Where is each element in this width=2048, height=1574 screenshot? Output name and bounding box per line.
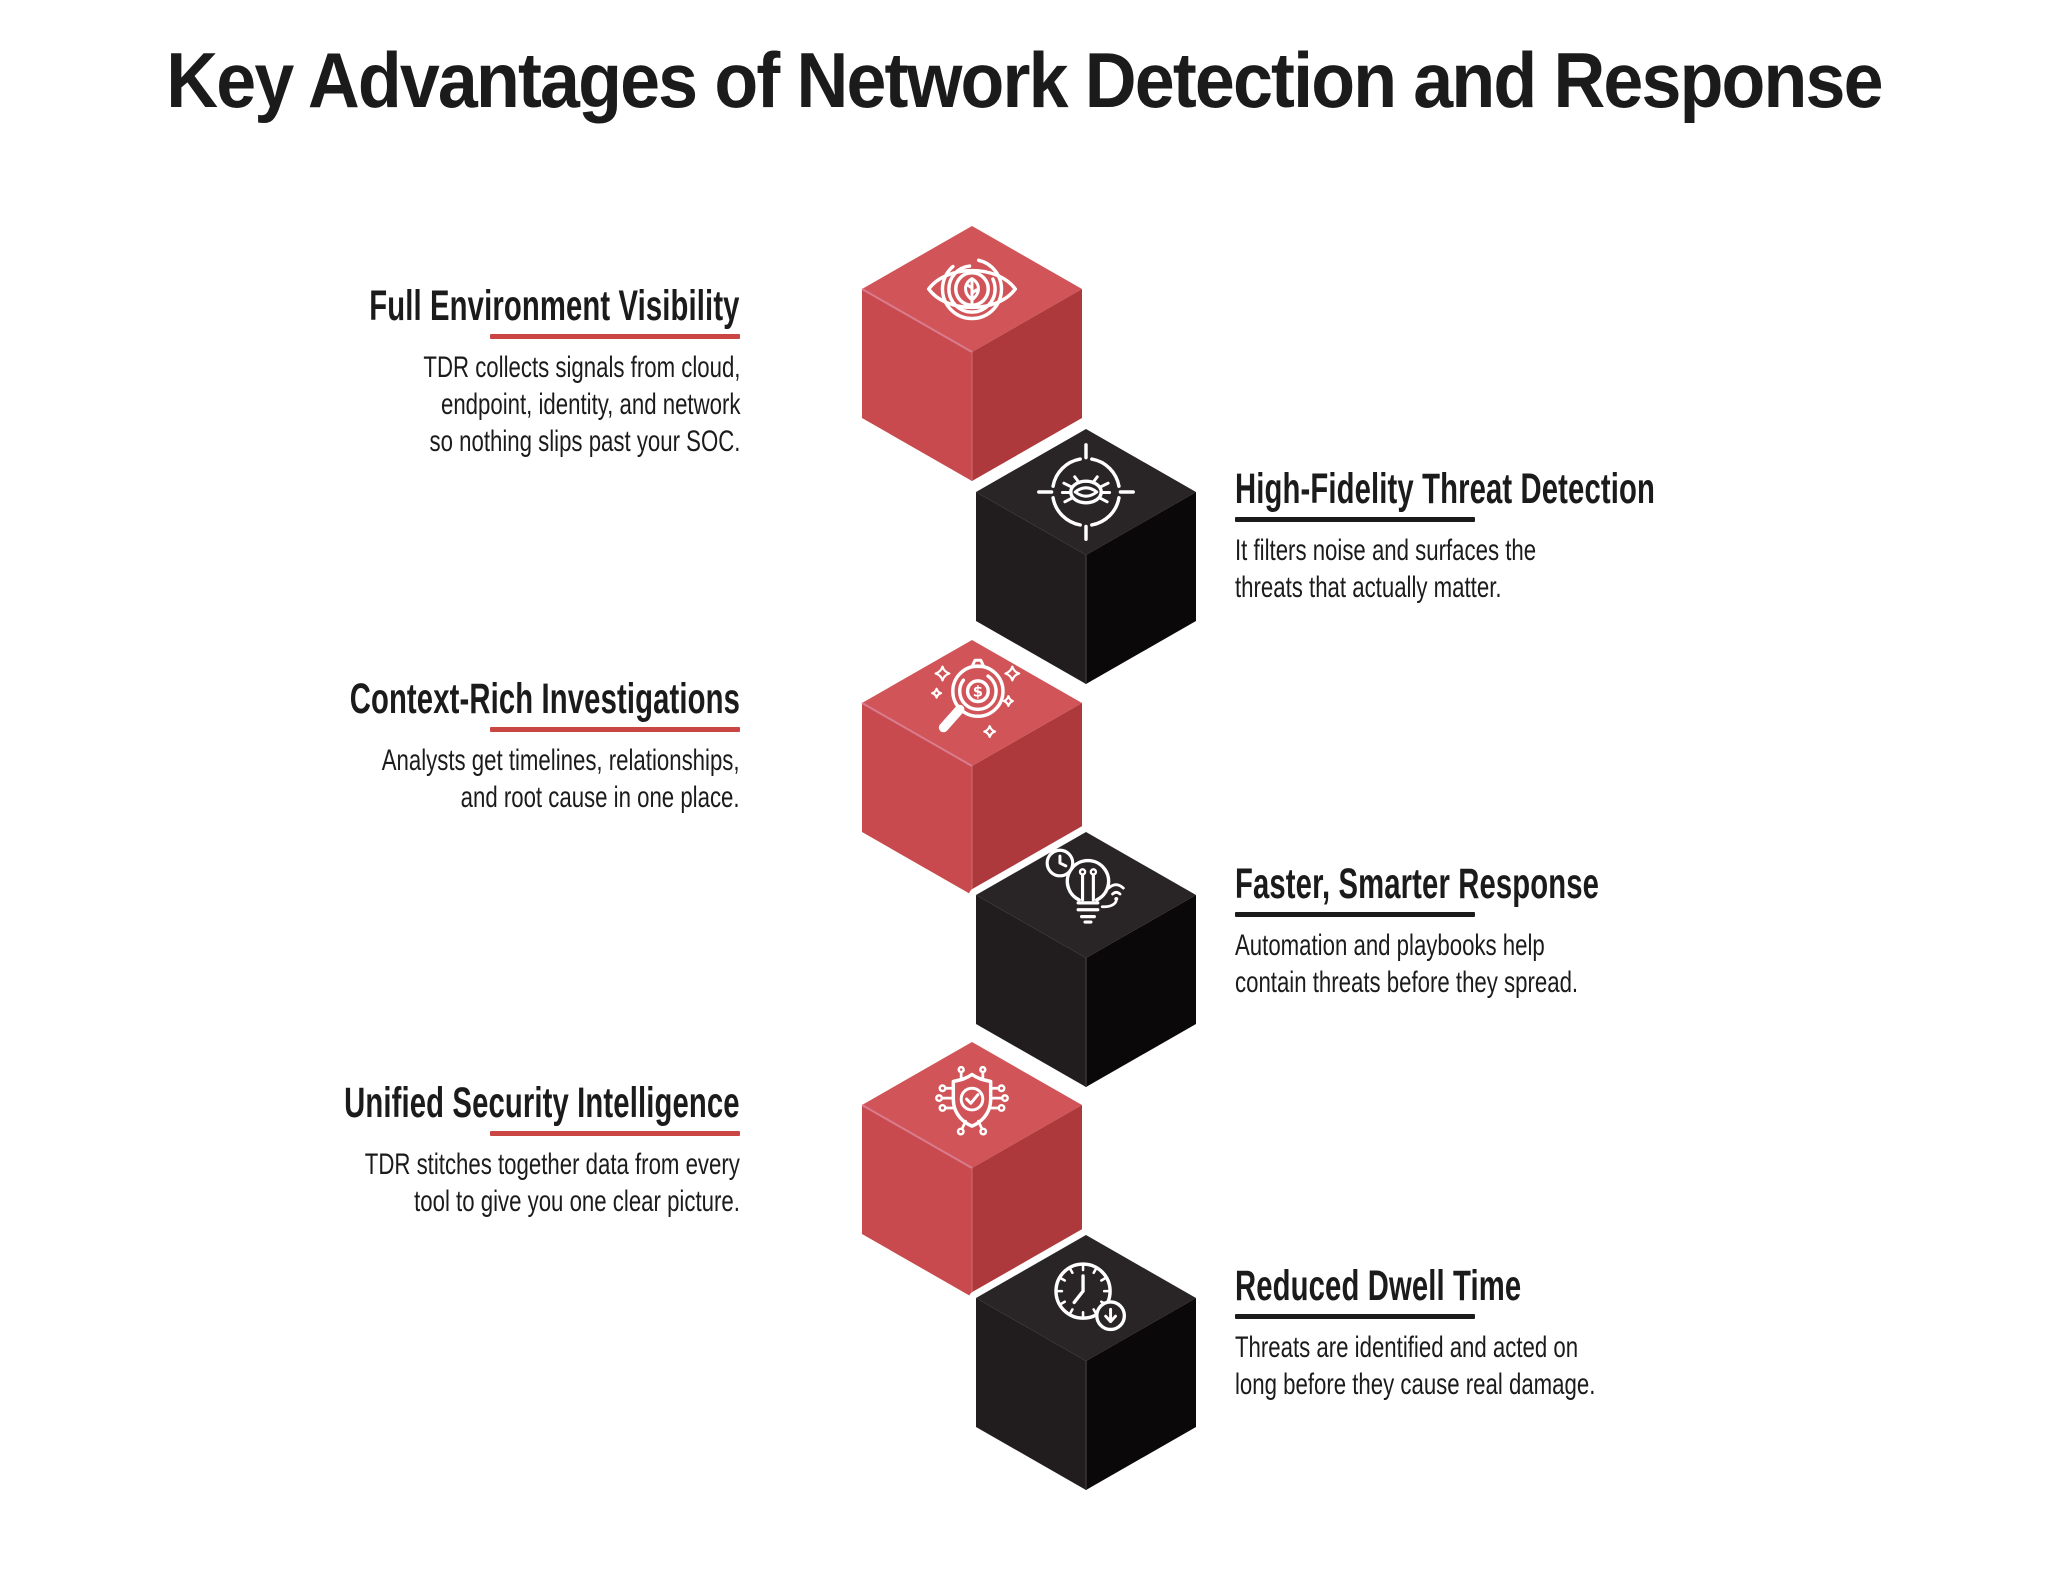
- sparkle: [1002, 695, 1014, 708]
- magnifier-handle: [938, 704, 965, 733]
- sparkle: [934, 665, 951, 682]
- cube-edge-highlight: [861, 288, 973, 353]
- heading-underline: [1235, 1314, 1475, 1319]
- wifi-hook: [1100, 900, 1118, 909]
- advantage-heading: Full Environment Visibility: [369, 282, 740, 330]
- crosshair-arc: [1090, 496, 1121, 527]
- cube-left-face: [976, 492, 1086, 684]
- check-mark: [965, 1093, 980, 1105]
- cube-edge-highlight: [861, 1104, 973, 1169]
- eye-ring-outer: [940, 257, 1004, 321]
- circuit-node: [997, 1103, 1006, 1112]
- sparkle: [931, 687, 943, 699]
- circuit-node: [979, 1065, 987, 1074]
- heading-underline: [1235, 517, 1475, 522]
- page-title: Key Advantages of Network Detection and …: [166, 36, 1883, 124]
- crosshair-arc: [1090, 457, 1121, 488]
- bug-legs-left: [1060, 481, 1074, 504]
- cube-4-black: [969, 825, 1203, 1094]
- advantage-item-1: Full Environment Visibility TDR collects…: [180, 280, 740, 460]
- wifi-dot: [1114, 896, 1119, 901]
- advantage-body: Threats are identified and acted on long…: [1235, 1331, 1596, 1401]
- down-arrow: [1104, 1307, 1117, 1324]
- eye-lower-lid: [927, 287, 1017, 310]
- lens-notch: [970, 658, 986, 669]
- filament-tip: [1078, 868, 1087, 876]
- crosshair-ticks: [1037, 443, 1135, 541]
- circuit-lines-top: [959, 1071, 985, 1081]
- advantage-item-6: Reduced Dwell Time Threats are identifie…: [1235, 1260, 1795, 1403]
- heading-underline: [490, 334, 740, 339]
- bug-antennae: [1073, 475, 1099, 485]
- crosshair-arc: [1051, 496, 1082, 527]
- advantage-heading: Context-Rich Investigations: [349, 675, 740, 723]
- shield-circuit-icon: [935, 1065, 1009, 1136]
- bulb-filament: [1080, 873, 1095, 902]
- heading-underline: [1235, 912, 1475, 917]
- eye-ring-inner: [947, 264, 997, 314]
- circuit-lines-right: [989, 1086, 1003, 1110]
- circuit-node: [1000, 1094, 1009, 1103]
- leaf-veins: [966, 280, 978, 300]
- advantage-body: TDR collects signals from cloud, endpoin…: [422, 351, 740, 458]
- heading-underline: [490, 1131, 740, 1136]
- cube-left-face: [976, 895, 1086, 1087]
- bug-target-icon: [1037, 443, 1135, 541]
- dollar-sign: $: [973, 684, 983, 701]
- circuit-lines-left: [941, 1086, 955, 1110]
- circuit-node: [956, 1127, 965, 1136]
- advantage-heading: Unified Security Intelligence: [344, 1079, 740, 1127]
- eye-upper-lid: [927, 268, 1017, 291]
- heading-underline: [490, 727, 740, 732]
- magnifier-dollar-icon: $: [931, 658, 1021, 739]
- shield: [951, 1072, 993, 1128]
- crosshair-arc: [1051, 457, 1082, 488]
- advantage-heading: Reduced Dwell Time: [1235, 1262, 1522, 1310]
- cube-right-face: [972, 289, 1082, 481]
- clock-hands: [1072, 1274, 1085, 1305]
- cube-left-face: [976, 1298, 1086, 1490]
- advantage-item-3: Context-Rich Investigations Analysts get…: [180, 673, 740, 816]
- advantage-body: Analysts get timelines, relationships, a…: [382, 744, 740, 814]
- circuit-node: [957, 1065, 965, 1074]
- check-circle: [959, 1086, 985, 1112]
- advantage-heading: Faster, Smarter Response: [1235, 860, 1600, 908]
- cube-2-black: [969, 422, 1203, 691]
- cube-edge-highlight: [861, 702, 973, 767]
- cube-1-red: [855, 219, 1089, 488]
- clock-face: [1054, 1262, 1112, 1320]
- advantage-body: TDR stitches together data from every to…: [364, 1148, 740, 1218]
- advantage-body: It filters noise and surfaces the threat…: [1235, 534, 1537, 604]
- lens-ring: [957, 671, 998, 712]
- advantage-item-4: Faster, Smarter Response Automation and …: [1235, 858, 1795, 1001]
- clock-down-icon: [1054, 1262, 1127, 1332]
- sparkle: [1004, 665, 1021, 682]
- cube-right-face: [1086, 492, 1196, 684]
- mini-clock-hands: [1058, 854, 1068, 868]
- bug-eye: [1073, 486, 1099, 498]
- advantage-item-5: Unified Security Intelligence TDR stitch…: [180, 1077, 740, 1220]
- advantage-item-2: High-Fidelity Threat Detection It filter…: [1235, 463, 1795, 606]
- bulb-base: [1076, 901, 1100, 924]
- circuit-node: [997, 1084, 1006, 1093]
- dollar-circle: [965, 679, 990, 704]
- bug-legs-right: [1098, 481, 1112, 504]
- bulb-clock-wifi-icon: [1045, 848, 1125, 924]
- circuit-node: [938, 1084, 947, 1093]
- cube-3-red: [855, 633, 1089, 902]
- cube-5-red: [855, 1035, 1089, 1304]
- cube-right-face: [1086, 1298, 1196, 1490]
- circuit-node: [979, 1127, 988, 1136]
- cube-6-black: [969, 1228, 1203, 1497]
- advantage-heading: High-Fidelity Threat Detection: [1235, 465, 1655, 513]
- circuit-lines-bottom: [960, 1119, 984, 1130]
- eye-leaf-icon: [927, 257, 1017, 321]
- circuit-node: [938, 1103, 947, 1112]
- advantage-body: Automation and playbooks help contain th…: [1235, 929, 1579, 999]
- sparkle: [983, 725, 997, 739]
- wifi-arcs: [1107, 883, 1125, 896]
- circuit-node: [935, 1094, 944, 1103]
- filament-tip: [1089, 868, 1098, 876]
- cube-right-face: [1086, 895, 1196, 1087]
